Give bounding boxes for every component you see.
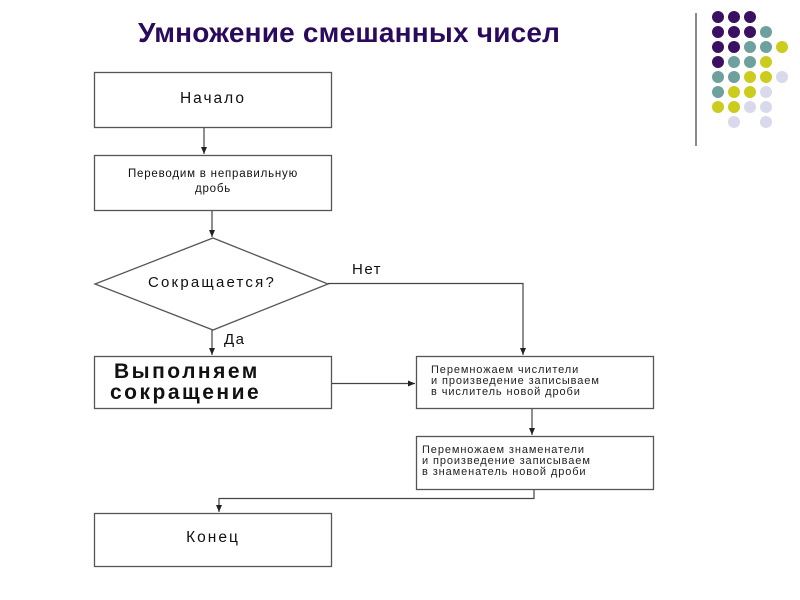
node-decision (93, 237, 330, 331)
node-multiply-numerators-text: Перемножаем числители и произведение зап… (431, 365, 653, 398)
end-label: Конец (186, 528, 240, 546)
edge-label-yes: Да (224, 331, 246, 348)
start-label: Начало (179, 89, 246, 107)
decorative-divider (695, 13, 697, 146)
node-multiply-numerators (415, 355, 655, 410)
node-end (93, 512, 333, 568)
node-convert-text: Переводим в неправильную дробь (94, 168, 332, 195)
node-decision-text: Сокращается? (112, 275, 312, 291)
numerators-line-3: в числитель новой дроби (431, 386, 581, 398)
reduce-line-2: сокращение (110, 381, 262, 404)
node-end-text: Конец (94, 513, 332, 567)
edge-label-no: Нет (352, 261, 383, 278)
slide-title: Умножение смешанных чисел (138, 17, 561, 48)
node-reduce (93, 355, 333, 410)
edge-decision-multiply-numerators (328, 282, 526, 355)
edge-denominators-end (216, 490, 535, 512)
denominators-line-3: в знаменатель новой дроби (422, 466, 587, 478)
denominators-line-2: и произведение записываем (422, 455, 591, 467)
numerators-line-2: и произведение записываем (431, 375, 600, 387)
reduce-line-1: Выполняем (114, 360, 260, 383)
node-multiply-denominators (415, 435, 655, 491)
node-start (93, 71, 333, 129)
decision-label: Сокращается? (147, 274, 277, 291)
node-start-text: Начало (94, 72, 332, 128)
denominators-line-1: Перемножаем знаменатели (422, 444, 585, 456)
convert-line-1: Переводим в неправильную (127, 168, 299, 180)
node-multiply-denominators-text: Перемножаем знаменатели и произведение з… (422, 445, 652, 478)
node-reduce-text: Выполняем сокращение (110, 361, 325, 403)
node-convert (93, 154, 333, 212)
numerators-line-1: Перемножаем числители (431, 364, 580, 376)
convert-line-2: дробь (194, 183, 232, 196)
